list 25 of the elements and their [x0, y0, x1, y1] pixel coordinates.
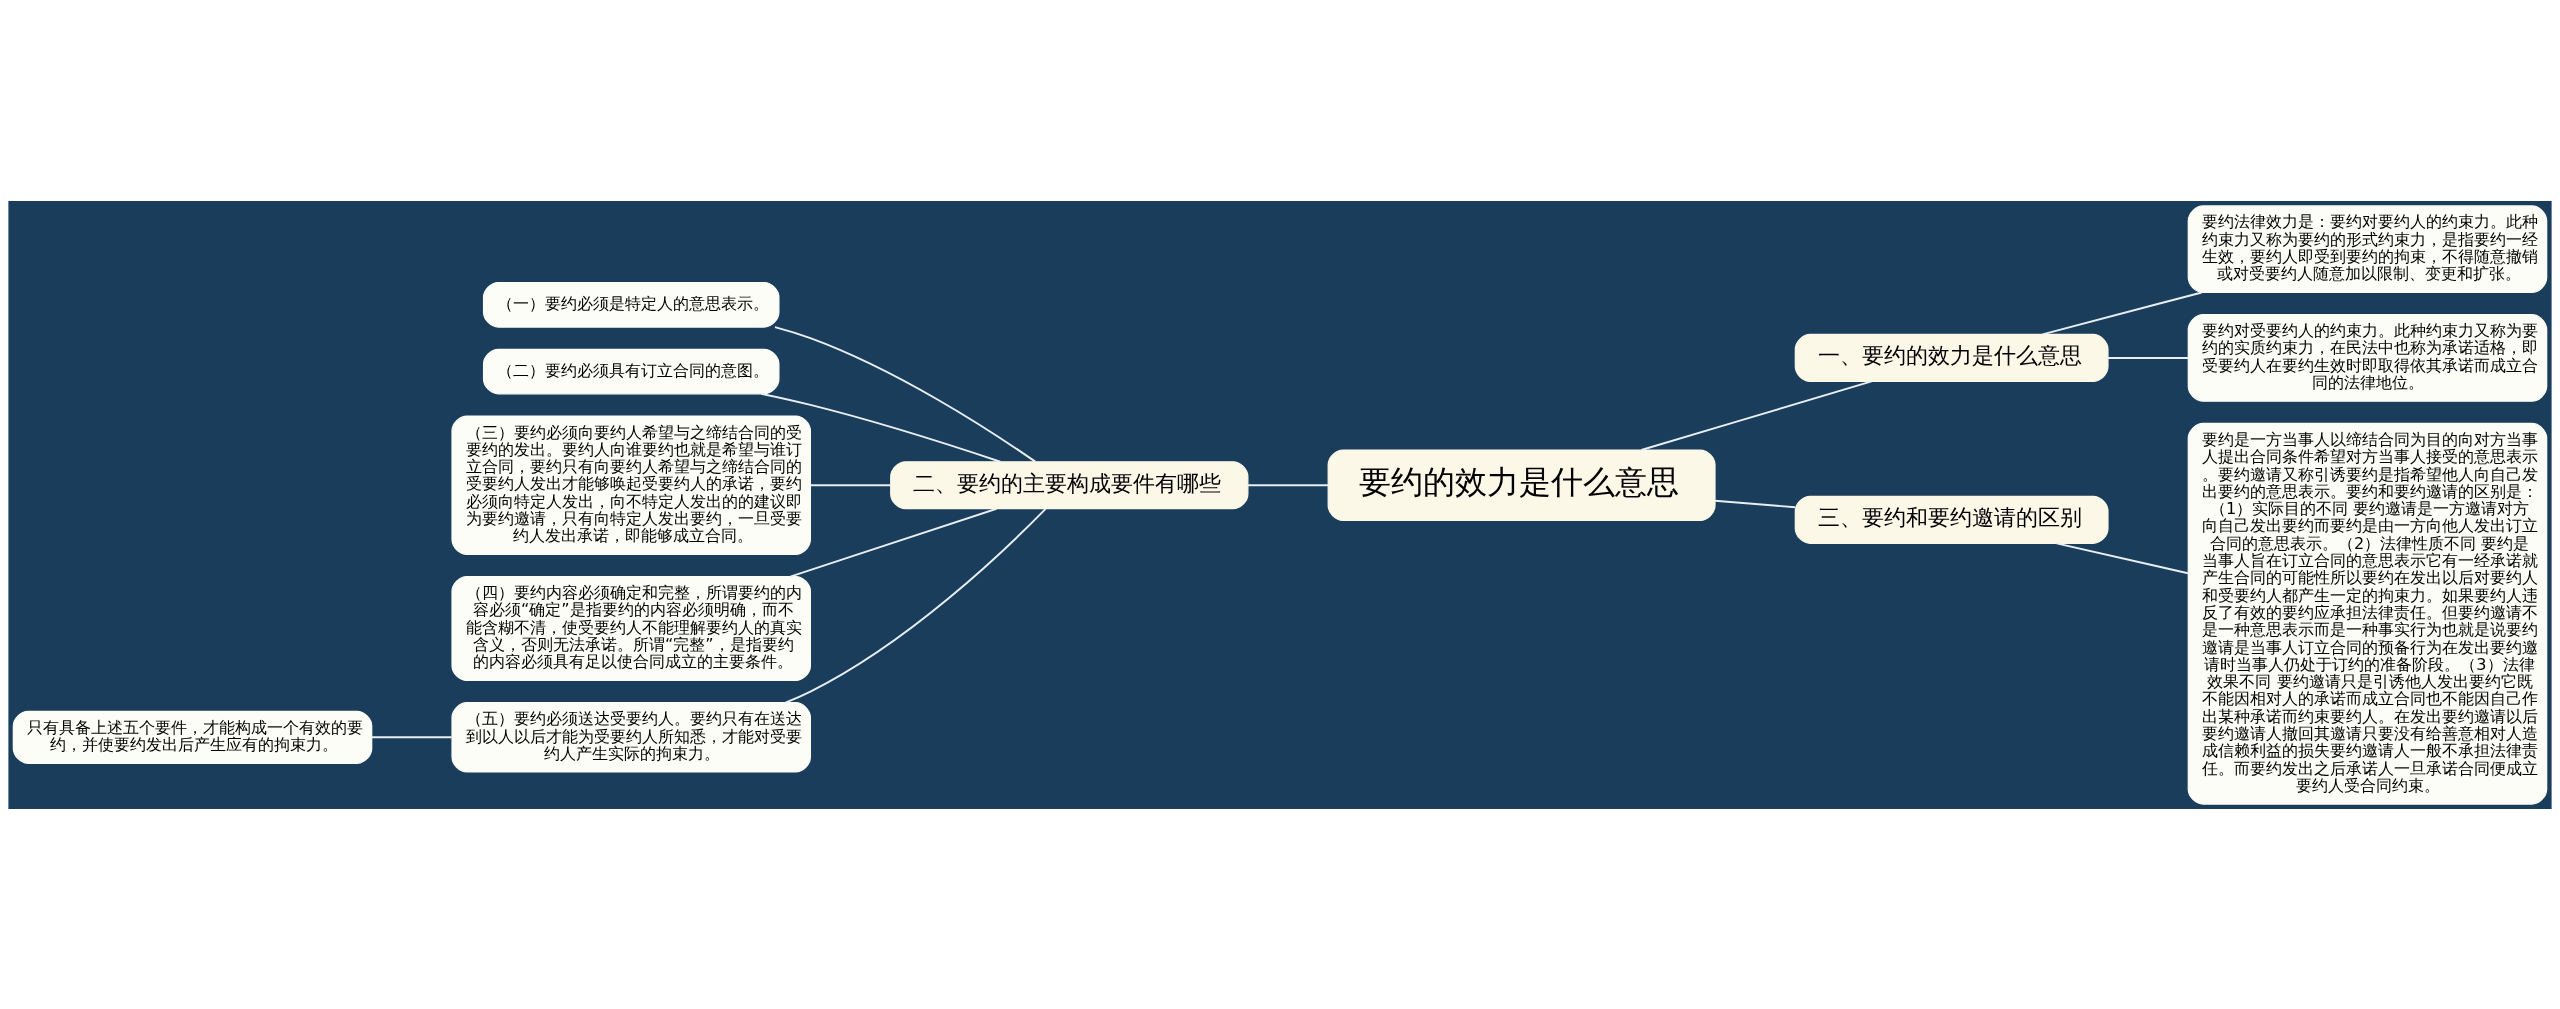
connector [784, 507, 1047, 704]
connector [1247, 483, 1330, 486]
connector [789, 507, 998, 578]
node-box: 要约对受要约人的约束力。此种约束力又称为要约的实质约束力，在民法中也称为承诺适格，即受要约人在要约生效时即取得依其承诺而成立合同的法律地位。 [2187, 313, 2548, 402]
node-box: （五）要约必须送达受要约人。要约只有在送达到以人以后才能为受要约人所知悉，才能对受要约人产生实际的拘束力。 [451, 701, 812, 773]
connector [760, 392, 1002, 463]
connector [2107, 356, 2189, 359]
node-box: （四）要约内容必须确定和完整，所谓要约的内容必须“确定”是指要约的内容必须明确，而不能含糊不清，使受要约人不能理解要约人的真实含义，否则无法承诺。所谓“完整”，是指要约的内容必须具有足以使合同成立的主要条件。 [451, 575, 812, 681]
node-box: 要约的效力是什么意思 [1327, 448, 1716, 521]
connector [1640, 379, 1873, 451]
connector [2055, 541, 2189, 574]
node-box: 要约是一方当事人以缔结合同为目的向对方当事人提出合同条件希望对方当事人接受的意思表示。要约邀请又称引诱要约是指希望他人向自己发出要约的意思表示。要约和要约邀请的区别是：（1）实际目的不同 要约邀请是一方邀请对方向自己发出要约而要约是由一方向他人发出订立合同的意思表示。（2）法律性质不同 要约是当事人旨在订立合同的意思表示它有一经承诺就产生合同的可能性所以要约在发出以后对要约人和受要约人都产生一定的拘束力。如果要约人违反了有效的要约应承担法律责任。但要约邀请不是一种意思表示而是一种事实行为也就是说要约邀请是当事人订立合同的预备行为在发出要约邀请时当事人仍处于订约的准备阶段。（3）法律效果不同 要约邀请只是引诱他人发出要约它既不能因相对人的承诺而成立合同也不能因自己作出某种承诺而约束要约人。在发出要约邀请以后要约邀请人撤回其邀请只要没有给善意相对人造成信赖利益的损失要约邀请人一般不承担法律责任。而要约发出之后承诺人一旦承诺合同便成立要约人受合同约束。 [2187, 422, 2548, 805]
connector [773, 325, 1037, 463]
connector [370, 735, 453, 738]
node-box: 一、要约的效力是什么意思 [1794, 333, 2109, 382]
connector [809, 483, 892, 486]
node-box: 三、要约和要约邀请的区别 [1794, 495, 2109, 544]
node-box: （二）要约必须具有订立合同的意图。 [482, 348, 780, 394]
node-box: （一）要约必须是特定人的意思表示。 [482, 281, 780, 328]
connector [1714, 499, 1797, 508]
connector [2041, 291, 2203, 335]
node-box: 只有具备上述五个要件，才能构成一个有效的要约，并使要约发出后产生应有的拘束力。 [12, 710, 373, 764]
node-box: 二、要约的主要构成要件有哪些 [890, 460, 1249, 509]
node-box: （三）要约必须向要约人希望与之缔结合同的受要约的发出。要约人向谁要约也就是希望与谁订立合同，要约只有向要约人希望与之缔结合同的受要约人发出才能够唤起受要约人的承诺，要约必须向特定人发出，向不特定人发出的的建议即为要约邀请，只有向特定人发出要约，一旦受要约人发出承诺，即能够成立合同。 [451, 414, 812, 555]
node-box: 要约法律效力是：要约对要约人的约束力。此种约束力又称为要约的形式约束力，是指要约一经生效，要约人即受到要约的拘束，不得随意撤销或对受要约人随意加以限制、变更和扩张。 [2187, 204, 2548, 293]
